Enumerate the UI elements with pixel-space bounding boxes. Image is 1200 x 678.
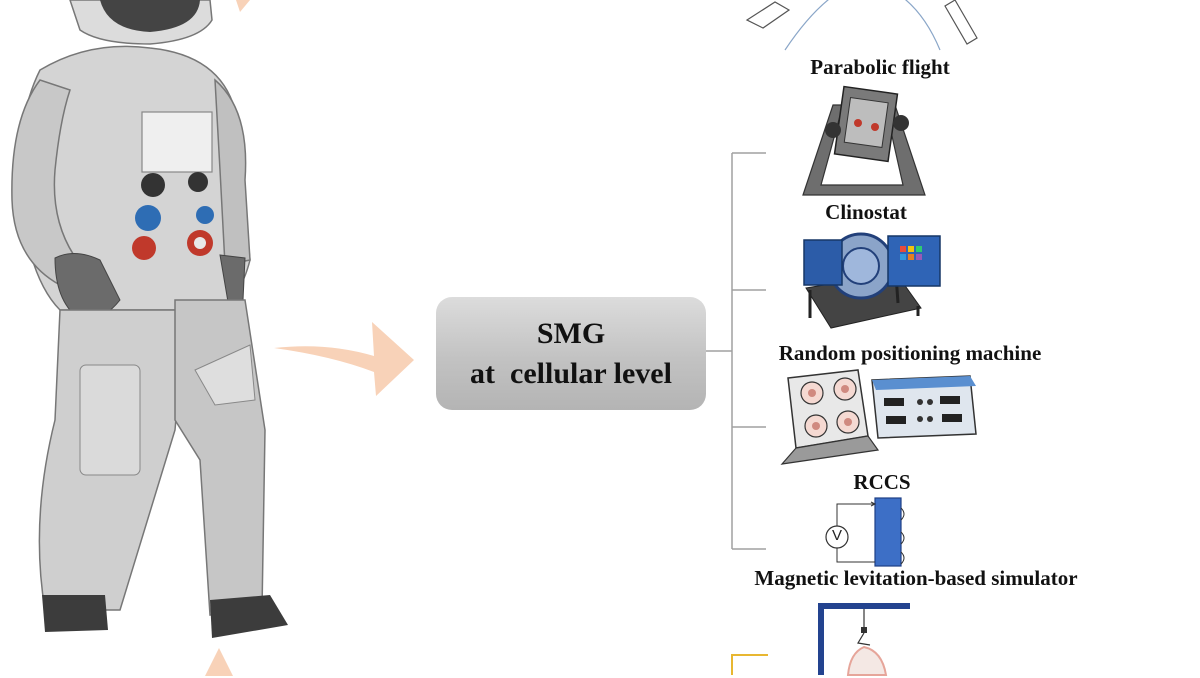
label-magnetic-levitation: Magnetic levitation-based simulator — [754, 566, 1078, 590]
arrow-top-stub — [236, 0, 250, 12]
rccs-illustration — [780, 369, 977, 465]
clinostat-illustration — [802, 85, 926, 196]
label-clinostat: Clinostat — [825, 200, 907, 224]
center-line-1: SMG — [536, 316, 606, 350]
label-rccs: RCCS — [853, 470, 911, 494]
astronaut-illustration — [11, 0, 288, 638]
smg-center-box: SMG at cellular level — [436, 297, 706, 410]
suspension-frame-illustration — [818, 603, 910, 676]
random-positioning-machine-illustration — [803, 232, 941, 329]
label-random-positioning-machine: Random positioning machine — [778, 341, 1042, 365]
yellow-bracket — [731, 654, 768, 675]
parabolic-flight-illustration — [745, 0, 978, 51]
arrow-bottom-stub — [205, 648, 233, 676]
center-line-2: at cellular level — [470, 356, 672, 390]
label-parabolic-flight: Parabolic flight — [810, 55, 950, 79]
magnetic-levitation-illustration — [825, 497, 905, 567]
voltmeter-symbol: V — [831, 527, 842, 544]
method-bracket — [706, 152, 766, 550]
flow-arrow — [274, 322, 414, 396]
